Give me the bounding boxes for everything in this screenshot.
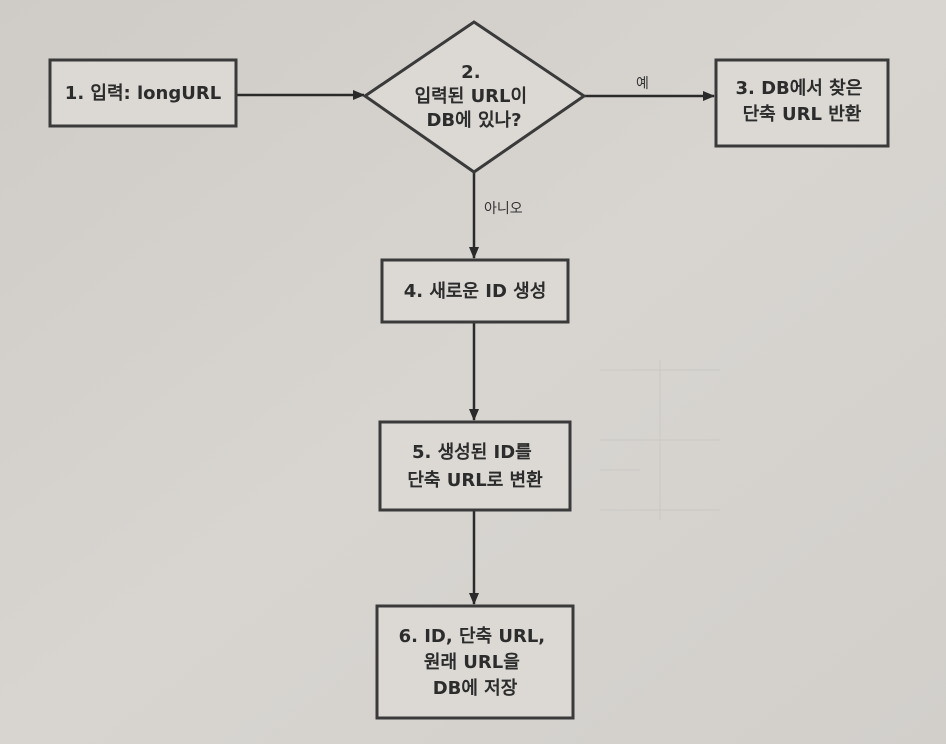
node-input: 1. 입력: longURL (48, 58, 238, 128)
node-return-existing-line-1: 3. DB에서 찾은 (735, 78, 862, 99)
svg-text:3. DB에서 찾은 단축 URL 반환: 3. DB에서 찾은 단축 URL 반환 (735, 78, 868, 125)
node-generate-id-line-1: 4. 새로운 ID 생성 (404, 281, 547, 302)
edge-label-no: 아니오 (484, 201, 523, 217)
node-convert-id-line-2: 단축 URL로 변환 (407, 469, 543, 491)
node-return-existing-line-2: 단축 URL 반환 (743, 103, 862, 125)
node-input-line-1: 1. 입력: longURL (65, 82, 221, 104)
svg-text:1. 입력: longURL: 1. 입력: longURL (65, 82, 221, 104)
svg-text:2. 입력된 URL이 DB에 있나: 2. 입력된 URL이 DB에 있나? (415, 62, 534, 131)
node-convert-id-line-1: 5. 생성된 ID를 (412, 442, 532, 463)
edges (236, 90, 715, 605)
node-decision: 2. 입력된 URL이 DB에 있나? (362, 20, 587, 174)
node-save-db-line-2: 원래 URL을 (424, 652, 520, 673)
node-return-existing: 3. DB에서 찾은 단축 URL 반환 (714, 58, 890, 148)
node-save-db: 6. ID, 단축 URL, 원래 URL을 DB에 저장 (375, 604, 575, 720)
node-generate-id: 4. 새로운 ID 생성 (380, 258, 570, 324)
node-decision-line-1: 2. (461, 62, 480, 83)
node-save-db-line-1: 6. ID, 단축 URL, (399, 626, 546, 647)
node-decision-line-2: 입력된 URL이 (415, 85, 527, 107)
svg-text:6. ID, 단축 URL, 원래 URL을: 6. ID, 단축 URL, 원래 URL을 DB에 저장 (399, 626, 552, 699)
svg-text:4. 새로운 ID 생성: 4. 새로운 ID 생성 (404, 281, 547, 302)
node-convert-id: 5. 생성된 ID를 단축 URL로 변환 (378, 420, 572, 512)
node-save-db-line-3: DB에 저장 (433, 678, 518, 699)
edge-label-yes: 예 (636, 76, 649, 92)
svg-text:5. 생성된 ID를 단축 URL로 변환: 5. 생성된 ID를 단축 URL로 변환 (407, 442, 543, 491)
node-decision-line-3: DB에 있나? (426, 110, 521, 131)
